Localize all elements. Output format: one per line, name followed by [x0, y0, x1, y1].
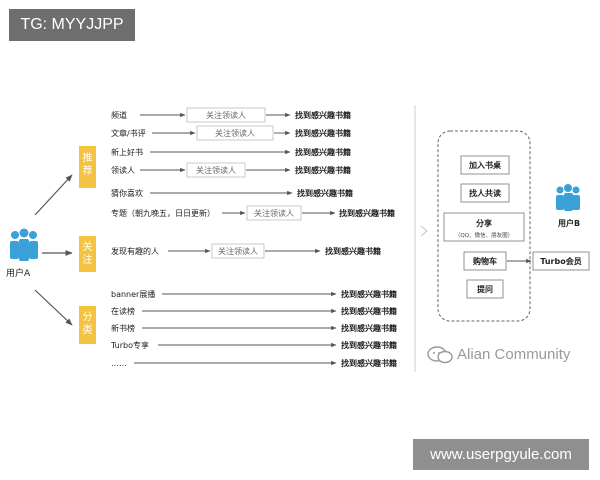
- actions-container: [437, 130, 531, 322]
- user-a-icon: [10, 228, 38, 261]
- row-target: 找到感兴趣书籍: [341, 340, 397, 350]
- cart-box[interactable]: 购物车: [463, 251, 507, 271]
- follow-reader-text: 关注领读人: [196, 165, 236, 175]
- row-label: 专题（朝九晚五，日日更新）: [111, 208, 215, 218]
- cart-label: 购物车: [473, 256, 497, 266]
- watermark-url: www.userpgyule.com: [413, 439, 589, 470]
- follow-reader-box: [186, 107, 266, 123]
- category-char: 类: [83, 323, 93, 336]
- row-label: 新书榜: [111, 323, 135, 333]
- category-char: 关: [83, 240, 93, 253]
- category-recommend-label: 推荐: [83, 151, 93, 177]
- join-desk-label: 加入书桌: [468, 160, 502, 170]
- user-a-label: 用户A: [6, 267, 31, 279]
- co-read-label: 找人共读: [469, 188, 501, 198]
- watermark-logo-text: Alian Community: [457, 346, 571, 363]
- join-desk-box[interactable]: 加入书桌: [460, 155, 510, 175]
- category-follow: 关注: [79, 236, 96, 272]
- follow-reader-text: 关注领读人: [215, 128, 255, 138]
- row-target: 找到感兴趣书籍: [341, 358, 397, 368]
- recommend-rows: 频道 关注领读人 找到感兴趣书籍 文章/书评 关注领读人 找到感兴趣书籍 新上好…: [111, 107, 395, 221]
- category-char: 荐: [83, 165, 93, 177]
- follow-reader-text: 关注领读人: [206, 110, 246, 120]
- turbo-member-box[interactable]: Turbo会员: [532, 251, 590, 271]
- category-classify-label: 分类: [83, 311, 93, 336]
- row-target: 找到感兴趣书籍: [295, 165, 351, 175]
- row-label: 领读人: [111, 165, 135, 175]
- share-label: 分享: [476, 218, 492, 228]
- follow-reader-box: [196, 125, 274, 141]
- row-target: 找到感兴趣书籍: [295, 147, 351, 157]
- follow-reader-text: 关注领读人: [254, 208, 294, 218]
- row-target: 找到感兴趣书籍: [341, 289, 397, 299]
- row-label: banner展播: [111, 289, 155, 299]
- row-target: 找到感兴趣书籍: [295, 128, 351, 138]
- category-char: 推: [83, 151, 93, 164]
- follow-reader-box: [186, 162, 246, 178]
- category-classify: 分类: [79, 306, 96, 344]
- divider-chevron-icon: [420, 225, 428, 237]
- row-target: 找到感兴趣书籍: [339, 208, 395, 218]
- user-b-label: 用户B: [557, 218, 580, 228]
- row-label: ……: [111, 359, 127, 368]
- share-box[interactable]: 分享 （QQ、微信、朋友圈）: [443, 212, 525, 242]
- chat-bubble-icon: [427, 346, 453, 364]
- withdraw-box[interactable]: 提问: [466, 279, 504, 299]
- row-label: 频道: [111, 110, 127, 120]
- row-target: 找到感兴趣书籍: [325, 246, 381, 256]
- row-label: 在读榜: [111, 306, 135, 316]
- arrow-to-classify: [34, 289, 73, 326]
- category-char: 分: [83, 311, 93, 323]
- category-recommend: 推荐: [79, 146, 96, 188]
- co-read-box[interactable]: 找人共读: [460, 183, 510, 203]
- row-target: 找到感兴趣书籍: [341, 306, 397, 316]
- follow-reader-text: 关注领读人: [218, 246, 258, 256]
- tg-tag: TG: MYYJJPP: [9, 9, 135, 41]
- arrow-to-recommend: [34, 174, 73, 216]
- follow-reader-box: [246, 205, 302, 221]
- row-label: 文章/书评: [111, 128, 146, 138]
- row-target: 找到感兴趣书籍: [341, 323, 397, 333]
- row-label: 猜你喜欢: [111, 188, 143, 198]
- watermark-logo: Alian Community: [427, 340, 587, 370]
- row-label: 新上好书: [111, 147, 143, 157]
- category-char: 注: [83, 253, 93, 266]
- withdraw-label: 提问: [477, 284, 493, 294]
- category-follow-label: 关注: [83, 240, 93, 266]
- user-b-icon: [556, 184, 580, 211]
- row-target: 找到感兴趣书籍: [295, 110, 351, 120]
- row-target: 找到感兴趣书籍: [297, 188, 353, 198]
- follow-rows: 发现有趣的人 关注领读人 找到感兴趣书籍: [111, 243, 381, 259]
- turbo-member-label: Turbo会员: [540, 256, 581, 266]
- classify-rows: banner展播 找到感兴趣书籍 在读榜 找到感兴趣书籍 新书榜 找到感兴趣书籍…: [110, 289, 397, 368]
- row-label: 发现有趣的人: [111, 246, 159, 256]
- row-label: Turbo专享: [110, 340, 149, 350]
- share-sub-label: （QQ、微信、朋友圈）: [455, 231, 513, 239]
- follow-reader-box: [211, 243, 265, 259]
